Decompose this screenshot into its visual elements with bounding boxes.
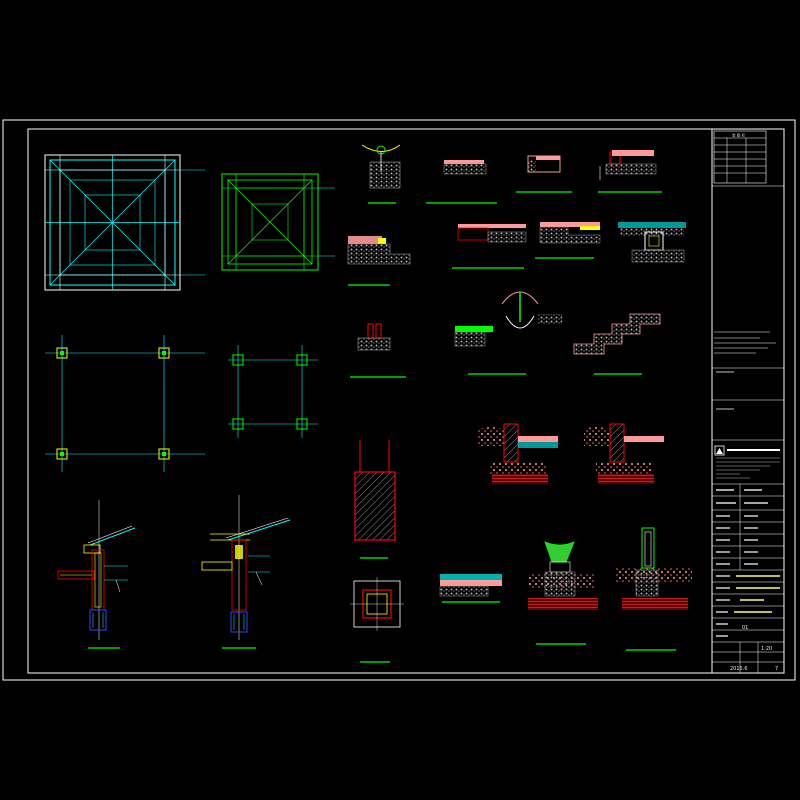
column-grid-plan-2: [228, 345, 318, 438]
detail-planter-top: [361, 144, 401, 204]
detail-column-plan: [350, 577, 404, 663]
inner-frame: [27, 128, 785, 674]
date-value: 2015.6: [730, 666, 748, 672]
info-rows: [712, 483, 784, 673]
detail-retaining-wall-2: [584, 423, 664, 484]
roof-plan-detailed: [44, 154, 205, 291]
company-logo-icon: [714, 445, 780, 479]
revision-table: 会 签 栏: [713, 130, 767, 184]
detail-curb-1: [516, 155, 572, 193]
detail-column-base-small: [350, 323, 406, 378]
revision-header: 会 签 栏: [732, 133, 745, 138]
detail-curb-2: [598, 150, 662, 193]
scale-value: 1:20: [761, 646, 772, 652]
detail-lamp-post-base: [616, 527, 692, 651]
detail-wall-section: [354, 440, 396, 559]
detail-step-2: [452, 224, 527, 269]
pavilion-section-2: [201, 495, 291, 649]
detail-drain-channel: [618, 222, 686, 263]
roof-plan-green: [221, 173, 335, 271]
notes-area: [712, 331, 784, 441]
outer-frame: [2, 119, 796, 681]
detail-paving-1: [426, 160, 497, 204]
detail-planter-pot: [528, 541, 598, 645]
detail-planter-bowl: [454, 291, 562, 375]
detail-stair-section: [573, 313, 661, 375]
title-block: 会 签 栏: [711, 129, 784, 673]
detail-step-1: [347, 236, 411, 286]
info-placeholder-text: [716, 489, 780, 637]
detail-step-3: [535, 222, 601, 259]
drawing-number: 01: [742, 625, 748, 631]
detail-paving-layers: [439, 574, 502, 603]
detail-retaining-wall-1: [478, 423, 558, 484]
sheet-number: 7: [775, 666, 778, 672]
column-grid-plan-1: [45, 335, 205, 472]
pavilion-section-1: [57, 500, 136, 649]
